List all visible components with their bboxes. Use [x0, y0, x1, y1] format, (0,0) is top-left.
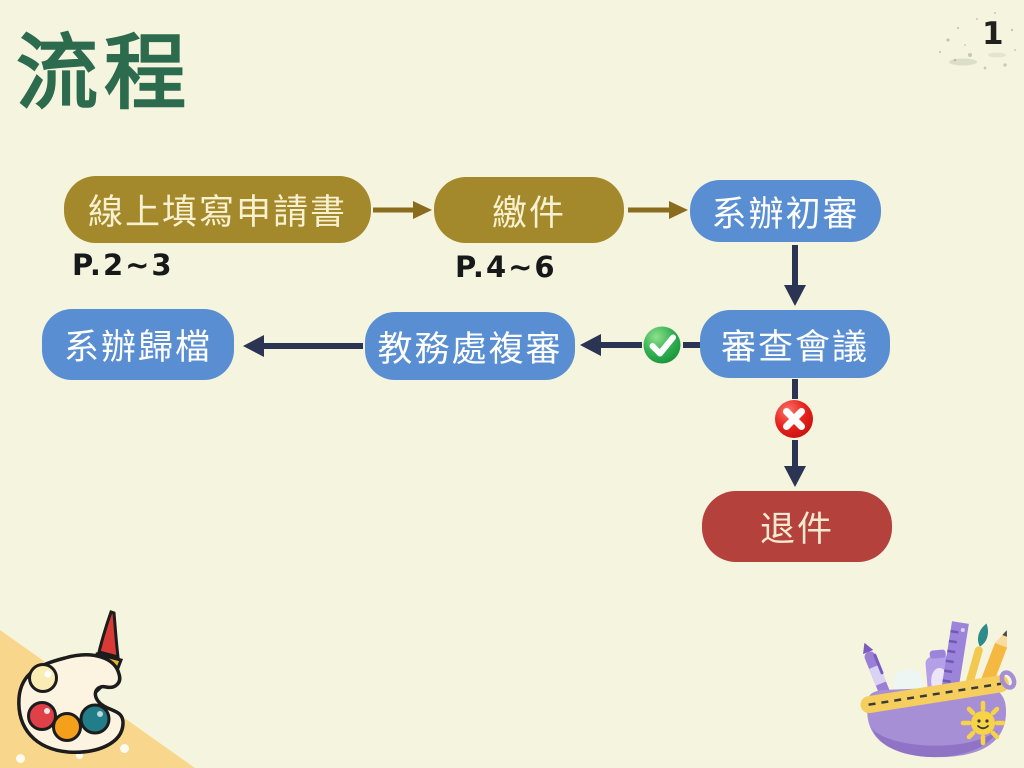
palette-illustration	[17, 610, 125, 754]
arrow-submit-to-initial	[628, 201, 688, 219]
flow-node-label: 退件	[759, 510, 834, 549]
ruler-icon	[939, 621, 969, 701]
pen-icon	[863, 642, 892, 703]
sun-icon	[960, 700, 1006, 746]
flow-node-label: 線上填寫申請書	[87, 193, 347, 232]
page-number: 1	[982, 16, 1004, 52]
flow-node-label: 審查會議	[720, 327, 869, 367]
small-brush-icon	[965, 623, 988, 688]
flow-node-initial-review: 系辦初審	[690, 180, 881, 242]
pencil-case-illustration	[860, 621, 1017, 758]
flow-node-submit-documents: 繳件	[434, 177, 624, 243]
page-title: 流程	[16, 26, 193, 121]
arrow-meeting-to-review	[580, 334, 700, 356]
flow-node-label: 繳件	[491, 193, 566, 233]
zipper-pull-icon	[999, 670, 1017, 690]
flow-node-archive: 系辦歸檔	[42, 309, 234, 380]
flow-node-label: 系辦初審	[711, 194, 860, 234]
speckle-decoration	[938, 12, 1016, 70]
check-circle-icon	[643, 326, 681, 364]
x-circle-icon	[775, 400, 813, 438]
page-ref-note: P.2~3	[72, 248, 174, 282]
arrow-online-to-submit	[373, 201, 432, 219]
flow-node-final-review: 教務處複審	[365, 312, 575, 380]
arrow-initial-to-meeting	[784, 245, 806, 306]
arrow-review-to-archive	[243, 335, 363, 357]
flow-node-reject: 退件	[702, 491, 892, 562]
flow-node-label: 教務處複審	[377, 329, 563, 369]
flow-node-review-meeting: 審查會議	[700, 310, 890, 378]
flow-node-label: 系辦歸檔	[63, 328, 212, 367]
arrow-meeting-to-reject	[784, 379, 806, 487]
flow-node-online-application: 線上填寫申請書	[64, 176, 371, 243]
page-ref-note: P.4~6	[455, 250, 557, 284]
